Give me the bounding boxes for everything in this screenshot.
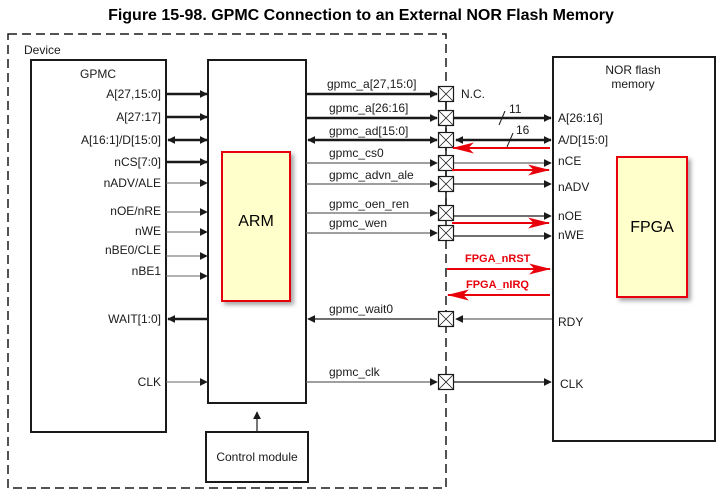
arm-block [221, 151, 291, 302]
fpga-label: FPGA [630, 219, 674, 236]
gpmc-block [30, 59, 167, 433]
pad-cell [437, 154, 455, 172]
signal-label: gpmc_a[27,15:0] [327, 77, 416, 91]
signal-label: gpmc_clk [329, 365, 381, 379]
nor-pin-label: CLK [560, 377, 583, 391]
data-bus-width: 16 [516, 123, 530, 137]
nor-pin-label: RDY [558, 315, 583, 329]
fpga-block [616, 156, 688, 298]
pad-cell [437, 131, 455, 149]
gpmc-pin-label: nADV/ALE [104, 176, 161, 190]
nor-pin-label: A[26:16] [558, 111, 603, 125]
gpmc-internal-connections [166, 90, 208, 386]
address-bus-width: 11 [509, 102, 522, 116]
signal-labels: gpmc_a[27,15:0] gpmc_a[26:16] gpmc_ad[15… [327, 77, 416, 379]
gpmc-pin-labels: A[27,15:0] A[27:17] A[16:1]/D[15:0] nCS[… [81, 87, 161, 389]
gpmc-pin-label: nOE/nRE [110, 204, 161, 218]
pad-cell [437, 85, 455, 103]
signal-label: gpmc_cs0 [329, 146, 384, 160]
signal-label: gpmc_advn_ale [329, 168, 414, 182]
signal-label: gpmc_ad[15:0] [329, 124, 408, 138]
gpmc-pin-label: nWE [135, 224, 161, 238]
arm-label: ARM [238, 213, 274, 230]
gpmc-pin-label: nBE1 [132, 264, 162, 278]
gpmc-pin-label: nCS[7:0] [114, 155, 161, 169]
pad-cell [437, 175, 455, 193]
external-lines: 11 16 [454, 102, 552, 386]
nor-pin-labels: A[26:16] A/D[15:0] nCE nADV nOE nWE RDY … [558, 111, 608, 391]
signal-label: gpmc_wait0 [329, 302, 393, 316]
bus-width-slash [506, 132, 514, 148]
pad-cell [437, 224, 455, 242]
fpga-nirq-label: FPGA_nIRQ [466, 279, 529, 291]
gpmc-pin-label: nBE0/CLE [105, 243, 161, 257]
nor-pin-label: nCE [558, 154, 581, 168]
pad-cell [437, 373, 455, 391]
control-module-block [205, 431, 309, 483]
signal-label: gpmc_wen [329, 216, 387, 230]
gpmc-pin-label: A[16:1]/D[15:0] [81, 133, 161, 147]
nor-label-line1: NOR flash [605, 63, 660, 77]
pad-cell [437, 310, 455, 328]
pad-signal-lines [306, 90, 438, 386]
nor-pin-label: nWE [558, 228, 584, 242]
figure-title: Figure 15-98. GPMC Connection to an Exte… [108, 7, 614, 24]
gpmc-pin-label: A[27:17] [116, 110, 161, 124]
device-boundary [7, 33, 447, 489]
fpga-red-arrows: FPGA_nRST FPGA_nIRQ [446, 142, 552, 301]
pad-cell [437, 204, 455, 222]
nor-pin-label: nADV [558, 180, 589, 194]
signal-label: gpmc_oen_ren [329, 197, 409, 211]
gpmc-pin-label: CLK [138, 375, 161, 389]
gpmc-label: GPMC [80, 67, 116, 81]
gpmc-pin-label: WAIT[1:0] [108, 312, 161, 326]
bus-width-slash [498, 110, 506, 126]
nor-label-line2: memory [611, 77, 654, 91]
signal-label: gpmc_a[26:16] [329, 101, 408, 115]
gpmc-pin-label: A[27,15:0] [106, 87, 161, 101]
nor-pin-label: nOE [558, 209, 582, 223]
nc-label: N.C. [461, 87, 485, 101]
pad-cells [437, 85, 455, 391]
device-label: Device [24, 43, 61, 57]
nor-pin-label: A/D[15:0] [558, 133, 608, 147]
fpga-nrst-label: FPGA_nRST [465, 253, 531, 265]
control-module-label: Control module [216, 450, 298, 464]
pad-cell [437, 109, 455, 127]
